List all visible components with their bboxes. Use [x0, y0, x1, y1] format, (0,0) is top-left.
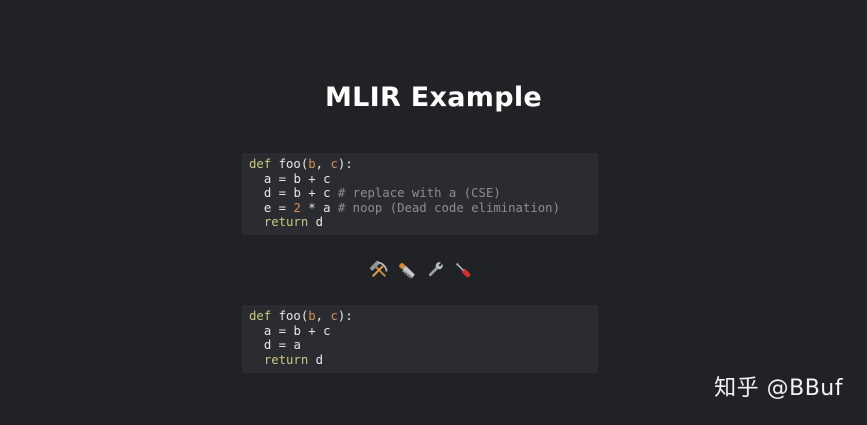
variable: c: [323, 171, 331, 186]
code-line: def foo(b, c):: [249, 157, 353, 171]
function-name: foo: [278, 309, 301, 323]
slide-title: MLIR Example: [324, 82, 543, 113]
variable: b: [293, 186, 301, 200]
keyword: def: [249, 309, 272, 323]
variable: b: [293, 323, 301, 338]
code-line: d = b + c # replace with a (CSE): [263, 186, 501, 200]
code-line: def foo(b, c):: [249, 309, 353, 323]
code-line: a = b + c: [263, 323, 331, 338]
parameter: b: [308, 309, 316, 323]
parameter: c: [330, 157, 338, 171]
variable: a: [293, 338, 301, 352]
code-line: e = 2 * a # noop (Dead code elimination): [263, 200, 560, 215]
code-block-before: def foo(b, c): a = b + c d = b + c # rep…: [242, 153, 598, 235]
parameter: b: [308, 157, 316, 171]
variable: d: [315, 352, 324, 367]
code-block-after: def foo(b, c): a = b + c d = a return d: [242, 305, 598, 373]
screwdriver-icon: [455, 262, 471, 278]
code-comment: # replace with a (CSE): [337, 186, 501, 200]
variable: c: [323, 323, 331, 338]
code-comment: # noop (Dead code elimination): [337, 200, 560, 215]
variable: a: [323, 200, 331, 215]
parameter: c: [330, 309, 338, 323]
variable: c: [323, 186, 331, 200]
keyword: return: [263, 215, 309, 229]
keyword: def: [249, 157, 272, 171]
variable: d: [263, 338, 272, 352]
code-line: a = b + c: [263, 171, 331, 186]
variable: a: [263, 323, 272, 338]
keyword: return: [263, 352, 309, 367]
number-literal: 2: [293, 200, 301, 215]
function-name: foo: [278, 157, 301, 171]
saw-icon: [399, 262, 415, 279]
variable: e: [263, 200, 272, 215]
watermark: 知乎 @BBuf: [714, 376, 843, 401]
hammer-and-pick-icon: [369, 260, 388, 277]
variable: b: [293, 171, 301, 186]
wrench-icon: [428, 261, 444, 277]
variable: d: [263, 186, 272, 200]
variable: d: [315, 215, 324, 229]
tools-row: [368, 258, 474, 282]
variable: a: [263, 171, 272, 186]
code-line: return d: [249, 353, 598, 368]
code-line: d = a: [263, 338, 301, 352]
code-line: return d: [249, 215, 598, 230]
